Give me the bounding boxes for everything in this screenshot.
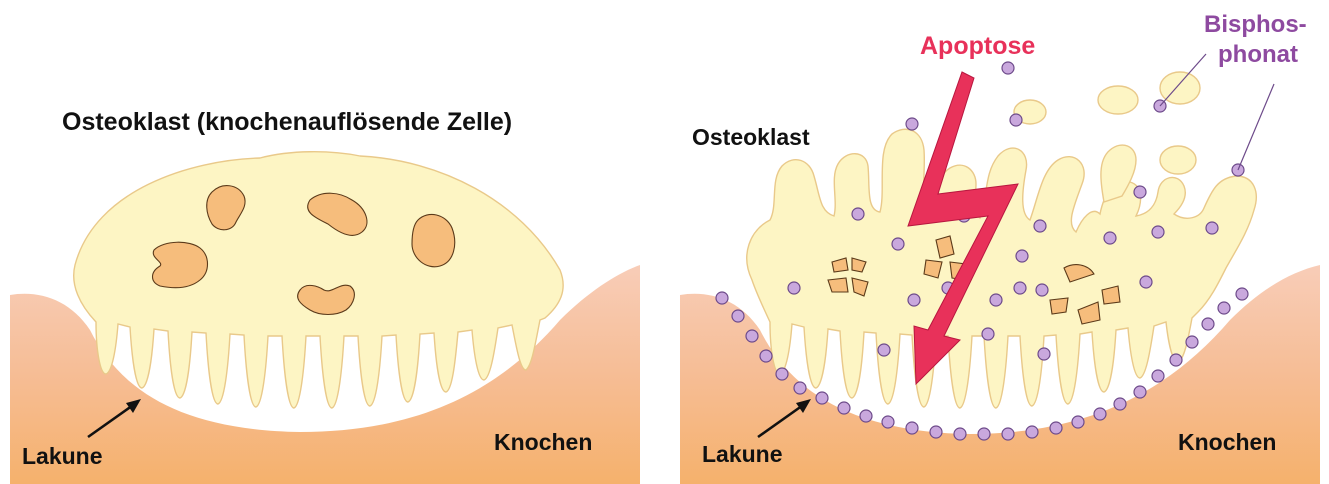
nucleus <box>153 242 208 287</box>
bisphosphonate-particle <box>852 208 864 220</box>
bisphosphonate-particle <box>906 118 918 130</box>
bisphosphonate-pointer-line <box>1238 84 1274 170</box>
nucleus-fragment <box>1050 298 1068 314</box>
panel-normal-osteoclast: Osteoklast (knochenauflösende Zelle) Lak… <box>0 0 650 484</box>
bisphosphonate-particle <box>838 402 850 414</box>
bisphosphonate-particle <box>1236 288 1248 300</box>
bisphosphonate-particle <box>1038 348 1050 360</box>
bisphosphonate-particle <box>1026 426 1038 438</box>
bisphosphonate-particle <box>1134 386 1146 398</box>
bisphosphonate-particle <box>906 422 918 434</box>
bisphosphonate-particle <box>1036 284 1048 296</box>
apoptosis-label: Apoptose <box>920 32 1035 60</box>
bisphosphonate-particle <box>760 350 772 362</box>
bisphosphonate-particle <box>860 410 872 422</box>
bisphosphonate-particle <box>716 292 728 304</box>
bisphosphonate-particle <box>1010 114 1022 126</box>
bisphosphonate-particle <box>908 294 920 306</box>
nucleus-fragment <box>828 278 848 292</box>
osteoclast-cell <box>74 152 563 408</box>
bisphosphonate-particle <box>1094 408 1106 420</box>
bisphosphonate-label-line1: Bisphos- <box>1204 11 1307 38</box>
bisphosphonate-particle <box>1206 222 1218 234</box>
bisphosphonate-particle <box>878 344 890 356</box>
apoptotic-osteoclast-diagram: Apoptose Bisphos- phonat Osteoklast Laku… <box>670 0 1329 484</box>
bisphosphonate-particle <box>1140 276 1152 288</box>
diagram-title: Osteoklast (knochenauflösende Zelle) <box>62 108 512 136</box>
bisphosphonate-particle <box>1016 250 1028 262</box>
bone-label: Knochen <box>1178 429 1276 455</box>
bisphosphonate-particle <box>794 382 806 394</box>
panel-apoptotic-osteoclast: Apoptose Bisphos- phonat Osteoklast Laku… <box>670 0 1329 484</box>
lacuna-label: Lakune <box>702 441 783 467</box>
bisphosphonate-particle <box>1050 422 1062 434</box>
bisphosphonate-particle <box>1218 302 1230 314</box>
bisphosphonate-particle <box>746 330 758 342</box>
bisphosphonate-particle <box>776 368 788 380</box>
bisphosphonate-particle <box>978 428 990 440</box>
bisphosphonate-particle <box>1202 318 1214 330</box>
bisphosphonate-particle <box>1170 354 1182 366</box>
bisphosphonate-particle <box>1152 370 1164 382</box>
bisphosphonate-particle <box>1002 428 1014 440</box>
nucleus <box>412 214 455 266</box>
bisphosphonate-particle <box>788 282 800 294</box>
bisphosphonate-particle <box>1002 62 1014 74</box>
bisphosphonate-particle <box>816 392 828 404</box>
bisphosphonate-particle <box>954 428 966 440</box>
bisphosphonate-particle <box>882 416 894 428</box>
bisphosphonate-particle <box>1072 416 1084 428</box>
bisphosphonate-particle <box>1114 398 1126 410</box>
bisphosphonate-particle <box>1014 282 1026 294</box>
bisphosphonate-particle <box>1152 226 1164 238</box>
cell-fragment <box>1098 86 1138 114</box>
cell-fragment <box>1160 146 1196 174</box>
bisphosphonate-particle <box>982 328 994 340</box>
bisphosphonate-particle <box>930 426 942 438</box>
bisphosphonate-particle <box>1186 336 1198 348</box>
osteoclast-label: Osteoklast <box>692 124 810 150</box>
bisphosphonate-particle <box>1034 220 1046 232</box>
bone-label: Knochen <box>494 429 592 455</box>
lacuna-label: Lakune <box>22 443 103 469</box>
bisphosphonate-label-line2: phonat <box>1218 41 1298 68</box>
bisphosphonate-particle <box>892 238 904 250</box>
normal-osteoclast-diagram: Osteoklast (knochenauflösende Zelle) Lak… <box>0 0 650 484</box>
bisphosphonate-particle <box>1104 232 1116 244</box>
bisphosphonate-particle <box>990 294 1002 306</box>
bisphosphonate-particle <box>1134 186 1146 198</box>
bisphosphonate-particle <box>732 310 744 322</box>
